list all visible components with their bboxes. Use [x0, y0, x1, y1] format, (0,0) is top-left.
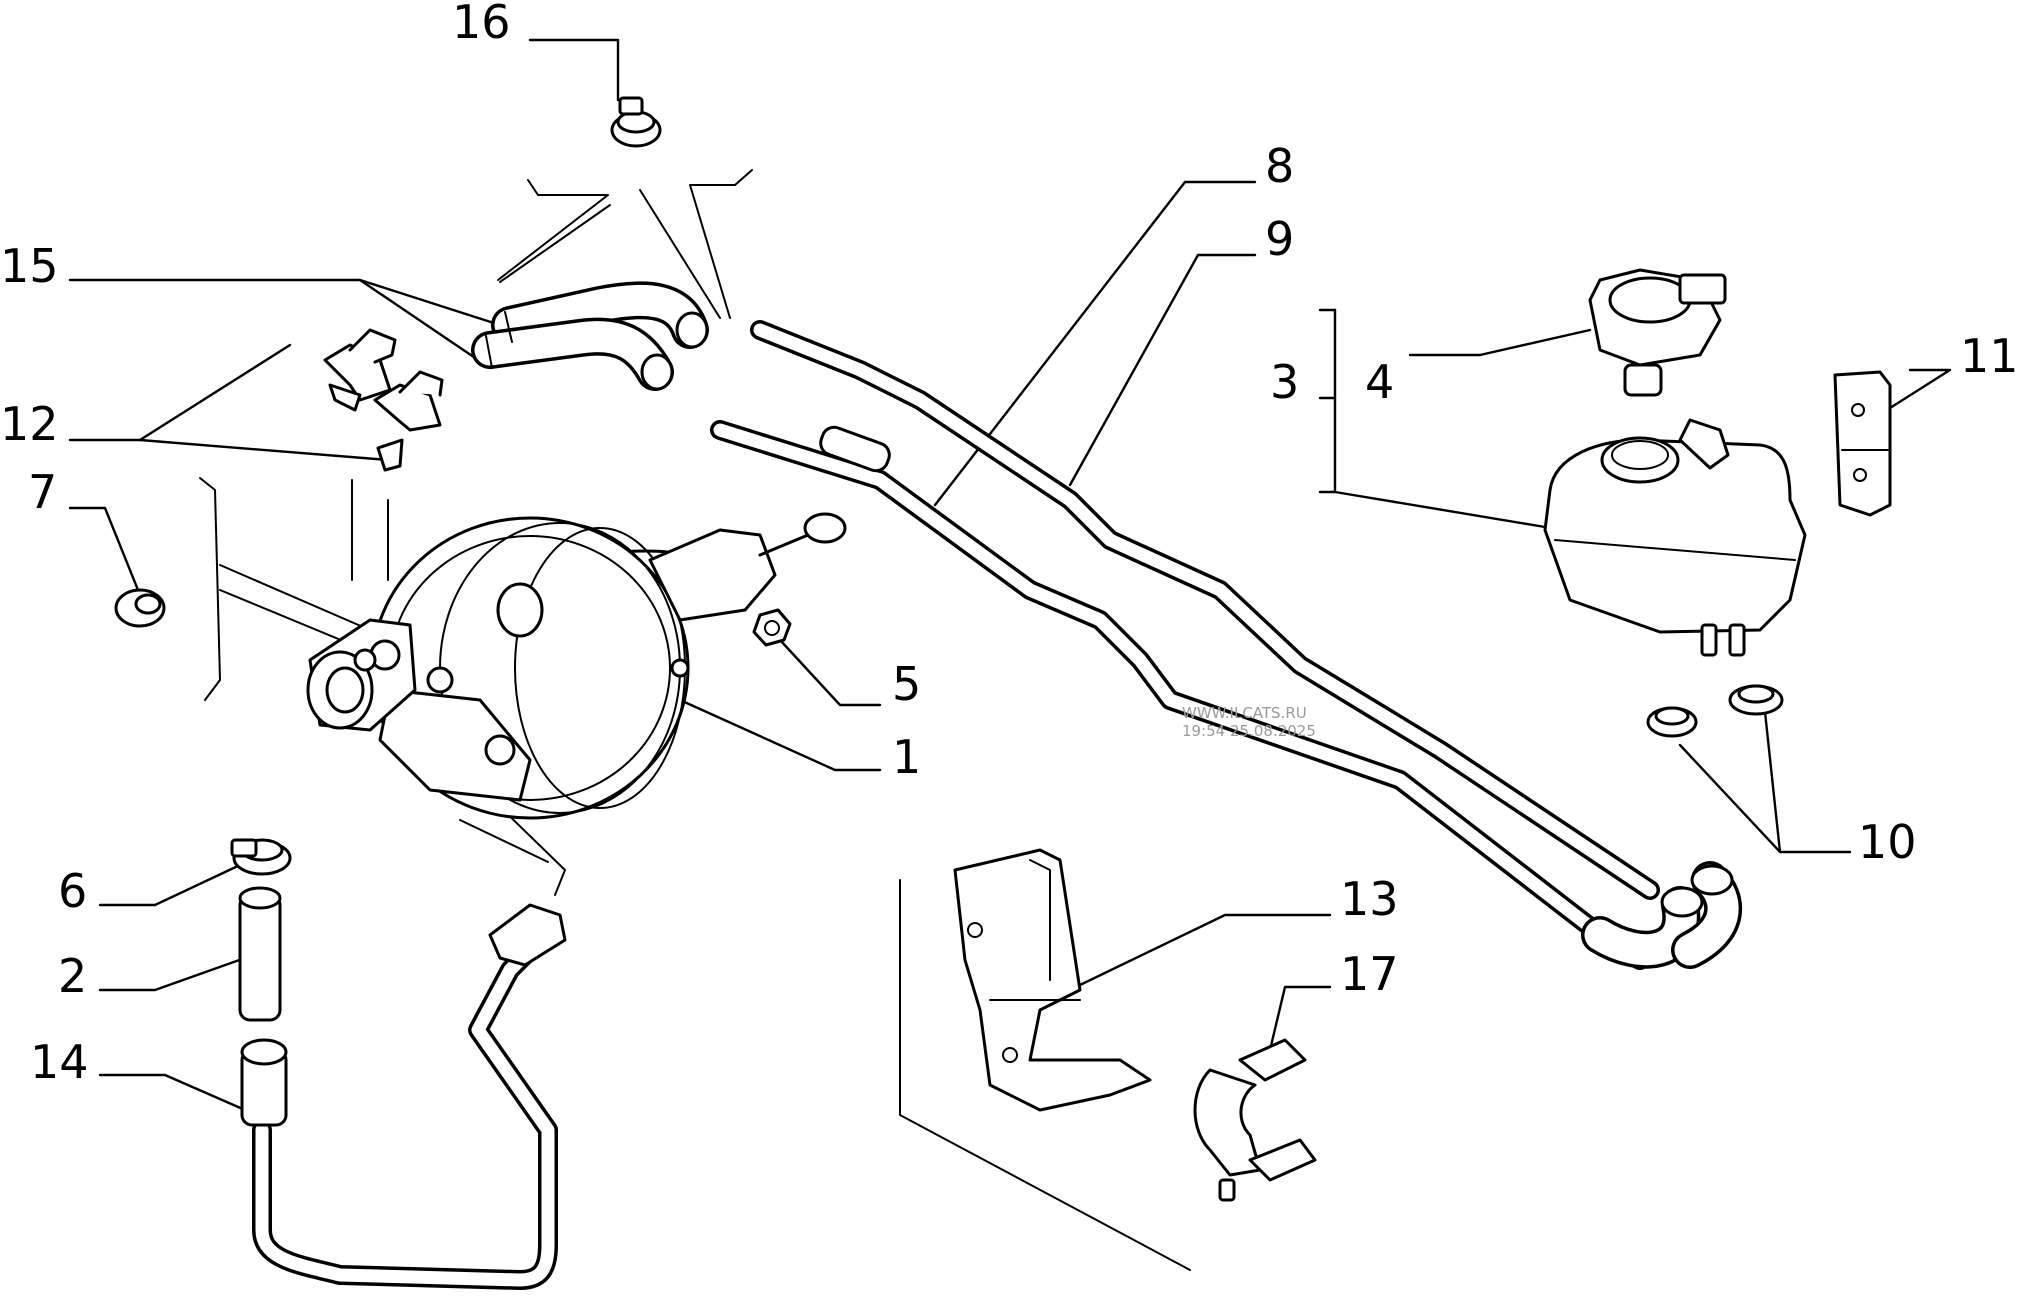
part-4-reservoir-cap [1588, 268, 1727, 397]
callout-11: 11 [1960, 329, 2019, 383]
callout-9: 9 [1265, 212, 1294, 266]
part-12-elbow-fittings [323, 328, 444, 472]
callout-4: 4 [1365, 355, 1394, 409]
callout-2: 2 [58, 949, 87, 1003]
leader-4 [1408, 328, 1592, 357]
callout-labels: 16 15 12 7 5 1 6 2 14 8 9 3 4 11 10 13 1… [0, 0, 2019, 1089]
leader-10a [1678, 743, 1852, 854]
callout-15: 15 [0, 239, 59, 293]
leader-3 [1333, 308, 1547, 529]
leader-lines [68, 38, 1952, 1112]
leader-16 [528, 38, 620, 102]
part-8-9-brake-pipes [710, 320, 1742, 970]
callout-12: 12 [0, 397, 59, 451]
part-13-pedal-bracket [953, 848, 1152, 1112]
leader-10b [1763, 710, 1782, 854]
leader-8 [933, 180, 1257, 507]
leader-12a [68, 343, 292, 442]
part-10-clamps [1646, 684, 1784, 738]
callout-3: 3 [1270, 355, 1299, 409]
part-17-clip [1193, 1038, 1317, 1202]
leader-9 [1068, 253, 1257, 487]
callout-6: 6 [58, 864, 87, 918]
part-6-hose-clamp [230, 838, 292, 876]
watermark-line-2: 19:54 25.08.2025 [1182, 722, 1316, 740]
part-16-hose-clamp [610, 96, 662, 148]
leader-15b [358, 278, 492, 370]
leader-15a [68, 278, 502, 327]
part-3-fluid-reservoir [1543, 418, 1807, 657]
leader-1 [678, 698, 882, 772]
watermark: WWW.ILCATS.RU 19:54 25.08.2025 [1182, 704, 1316, 740]
part-1-master-cylinder [306, 618, 454, 732]
callout-14: 14 [30, 1035, 89, 1089]
part-2-short-hose [238, 886, 282, 1022]
callout-16: 16 [452, 0, 511, 49]
callout-5: 5 [892, 657, 921, 711]
leader-11 [1888, 368, 1952, 410]
leader-7 [68, 506, 140, 592]
callout-8: 8 [1265, 139, 1294, 193]
part-14-vacuum-pipe [240, 903, 567, 1290]
callout-1: 1 [892, 730, 921, 784]
callout-17: 17 [1340, 947, 1399, 1001]
callout-10: 10 [1858, 815, 1917, 869]
part-1-brake-booster [370, 512, 847, 820]
callout-7: 7 [28, 465, 57, 519]
watermark-line-1: WWW.ILCATS.RU [1182, 704, 1307, 722]
callout-13: 13 [1340, 872, 1399, 926]
part-7-rubber-plug [114, 588, 166, 628]
leader-14 [98, 1073, 247, 1112]
part-15-vacuum-hoses [471, 281, 709, 391]
leader-2 [98, 956, 247, 992]
part-11-bracket [1833, 370, 1892, 517]
leader-13 [1078, 913, 1332, 987]
leader-6 [98, 863, 242, 907]
leader-17 [1268, 985, 1332, 1052]
leader-5 [778, 638, 882, 707]
leader-12b [138, 438, 390, 462]
part-5-nut [752, 608, 792, 647]
